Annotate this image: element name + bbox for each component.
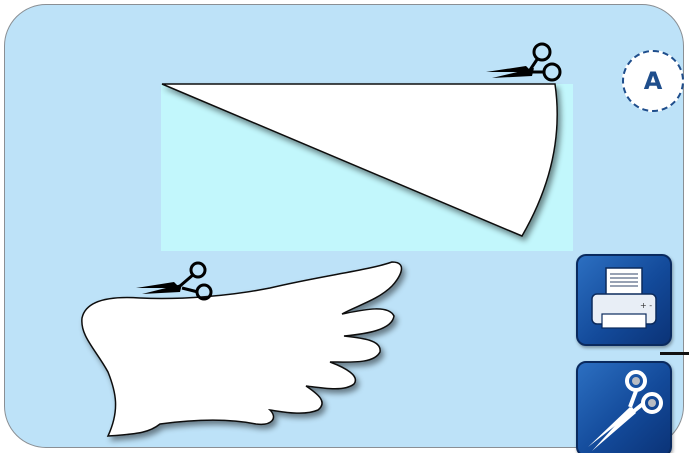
printer-icon: + - bbox=[578, 256, 670, 344]
badge-label: A bbox=[644, 67, 663, 95]
scissors-icon bbox=[578, 363, 670, 453]
divider-line bbox=[660, 352, 689, 355]
scissors-icon bbox=[136, 263, 211, 299]
cut-button[interactable] bbox=[576, 361, 672, 453]
scissors-icon bbox=[486, 44, 560, 80]
wing-shape[interactable] bbox=[82, 262, 402, 436]
print-button[interactable]: + - bbox=[576, 254, 672, 346]
triangle-shape[interactable] bbox=[162, 84, 557, 236]
step-badge: A bbox=[622, 50, 684, 112]
svg-text:+ -: + - bbox=[640, 301, 652, 310]
